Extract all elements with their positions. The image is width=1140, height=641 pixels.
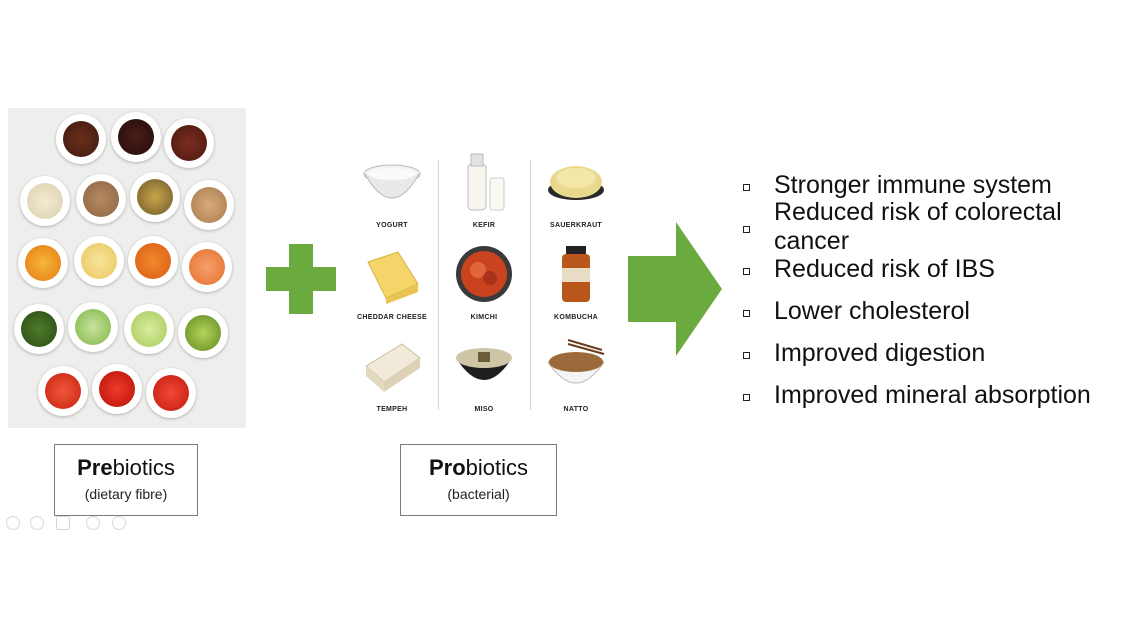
food-bowl [92,364,142,414]
square-bullet-icon [743,183,750,191]
probiotics-title-bold: Pro [428,455,466,480]
food-bowl [18,238,68,288]
probiotic-item-tempeh: TEMPEH [348,332,436,420]
probiotic-label: SAUERKRAUT [550,222,602,229]
prebiotics-title: Prebiotics [55,455,197,481]
food-bowl [14,304,64,354]
square-bullet-icon [743,225,750,233]
probiotics-food-image: YOGURT KEFIR SAUERKRAUT CHEDDAR CHEESE K… [348,148,620,420]
slide-control-icon[interactable] [56,516,70,530]
prebiotics-subtitle: (dietary fibre) [84,486,168,502]
list-item: Lower cholesterol [743,290,1140,332]
square-bullet-icon [743,267,750,275]
benefit-text: Reduced risk of IBS [774,254,995,283]
probiotic-item-sauerkraut: SAUERKRAUT [532,148,620,236]
prebiotics-title-rest: biotics [112,455,175,480]
food-bowl [111,112,161,162]
slide-control-icon[interactable] [86,516,100,530]
probiotic-item-kimchi: KIMCHI [440,240,528,328]
food-bowl [20,176,70,226]
probiotic-label: NATTO [563,406,589,413]
probiotics-title-rest: biotics [465,455,529,480]
food-bowl [182,242,232,292]
probiotic-label: KEFIR [472,222,496,229]
food-bowl [56,114,106,164]
prebiotics-title-bold: Pre [77,455,113,480]
benefit-text: Lower cholesterol [774,296,970,325]
prebiotics-label-box: Prebiotics (dietary fibre) [54,444,198,516]
benefit-text: Improved mineral absorption [774,380,1091,409]
benefits-list: Stronger immune system Reduced risk of c… [743,164,1140,416]
list-item: Improved digestion [743,332,1140,374]
food-bowl [128,236,178,286]
slide-control-icon[interactable] [30,516,44,530]
food-bowl [178,308,228,358]
probiotic-label: TEMPEH [376,406,408,413]
slide-control-icon[interactable] [112,516,126,530]
probiotic-item-kombucha: KOMBUCHA [532,240,620,328]
probiotic-label: MISO [474,406,494,413]
food-bowl [146,368,196,418]
food-bowl [164,118,214,168]
probiotic-item-yogurt: YOGURT [348,148,436,236]
list-item: Stronger immune system [743,164,1140,206]
square-bullet-icon [743,351,750,359]
probiotics-label-box: Probiotics (bacterial) [400,444,557,516]
prebiotics-food-image [8,108,246,428]
list-item: Improved mineral absorption [743,374,1140,416]
list-item: Reduced risk of colorectal cancer [743,198,1140,255]
plus-icon [266,244,336,314]
square-bullet-icon [743,309,750,317]
food-bowl [68,302,118,352]
probiotic-label: KIMCHI [470,314,498,321]
food-bowl [124,304,174,354]
probiotic-item-kefir: KEFIR [440,148,528,236]
food-bowl [74,236,124,286]
benefit-text: Improved digestion [774,338,986,367]
benefit-text: Reduced risk of colorectal cancer [774,198,1062,255]
food-bowl [130,172,180,222]
probiotics-subtitle: (bacterial) [447,486,510,502]
food-bowl [76,174,126,224]
slide-control-icon[interactable] [6,516,20,530]
probiotic-label: CHEDDAR CHEESE [357,314,427,321]
probiotic-item-natto: NATTO [532,332,620,420]
food-bowl [38,366,88,416]
probiotics-title: Probiotics [401,455,556,481]
list-item: Reduced risk of IBS [743,248,1140,290]
square-bullet-icon [743,393,750,401]
benefit-text: Stronger immune system [774,170,1052,199]
probiotic-item-cheddar-cheese: CHEDDAR CHEESE [348,240,436,328]
probiotic-label: KOMBUCHA [553,314,598,321]
probiotic-item-miso: MISO [440,332,528,420]
probiotic-label: YOGURT [376,222,408,229]
food-bowl [184,180,234,230]
arrow-right-icon [628,222,722,356]
